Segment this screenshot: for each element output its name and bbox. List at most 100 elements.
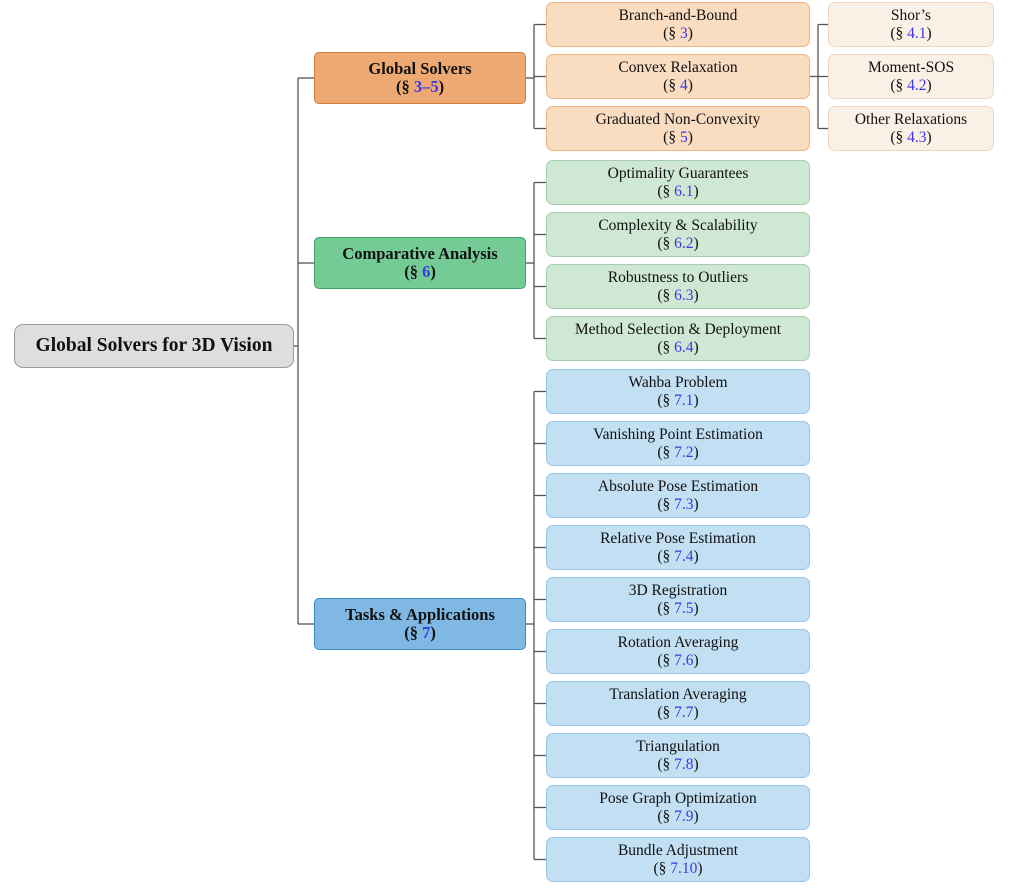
node-optimality-guarantees-label: Optimality Guarantees: [607, 165, 749, 183]
node-branch-and-bound-label: Branch-and-Bound: [618, 7, 738, 25]
node-vanishing-point-estimation-section-number: 7.2: [674, 443, 694, 461]
node-robustness-to-outliers-section-number: 6.3: [674, 286, 694, 304]
node-comparative-analysis-section-number: 6: [422, 262, 431, 281]
node-vanishing-point-estimation[interactable]: Vanishing Point Estimation(§ 7.2): [546, 421, 810, 466]
node-relative-pose-estimation-section: (§ 7.4): [657, 547, 699, 565]
node-wahba-problem-section: (§ 7.1): [657, 391, 699, 409]
node-graduated-non-convexity-section-number: 5: [679, 128, 688, 146]
node-triangulation[interactable]: Triangulation(§ 7.8): [546, 733, 810, 778]
node-wahba-problem-label: Wahba Problem: [628, 374, 728, 392]
node-rotation-averaging-label: Rotation Averaging: [617, 634, 739, 652]
node-tasks-applications-section: (§ 7): [404, 623, 436, 642]
node-method-selection-deployment-section: (§ 6.4): [657, 338, 699, 356]
node-absolute-pose-estimation-section-symbol: §: [662, 495, 671, 513]
node-comparative-analysis-section-symbol: §: [409, 262, 418, 281]
node-shors-section-symbol: §: [895, 24, 904, 42]
node-method-selection-deployment-section-number: 6.4: [674, 338, 694, 356]
node-optimality-guarantees-section: (§ 6.1): [657, 182, 699, 200]
node-triangulation-section-symbol: §: [662, 755, 671, 773]
node-translation-averaging-section-symbol: §: [662, 703, 671, 721]
node-branch-and-bound[interactable]: Branch-and-Bound(§ 3): [546, 2, 810, 47]
node-robustness-to-outliers-section: (§ 6.3): [657, 286, 699, 304]
node-branch-and-bound-section-symbol: §: [668, 24, 677, 42]
node-other-relaxations-section-number: 4.3: [907, 128, 927, 146]
node-moment-sos-section-number: 4.2: [907, 76, 927, 94]
node-optimality-guarantees[interactable]: Optimality Guarantees(§ 6.1): [546, 160, 810, 205]
node-root-label: Global Solvers for 3D Vision: [35, 335, 273, 357]
node-graduated-non-convexity-label: Graduated Non-Convexity: [595, 111, 761, 129]
node-method-selection-deployment[interactable]: Method Selection & Deployment(§ 6.4): [546, 316, 810, 361]
node-complexity-scalability-section-symbol: §: [662, 234, 671, 252]
node-complexity-scalability-label: Complexity & Scalability: [598, 217, 758, 235]
node-comparative-analysis-section: (§ 6): [404, 262, 436, 281]
node-pose-graph-optimization-section: (§ 7.9): [657, 807, 699, 825]
node-comparative-analysis-label: Comparative Analysis: [342, 243, 498, 263]
node-pose-graph-optimization[interactable]: Pose Graph Optimization(§ 7.9): [546, 785, 810, 830]
node-robustness-to-outliers[interactable]: Robustness to Outliers(§ 6.3): [546, 264, 810, 309]
node-global-solvers-section-symbol: §: [401, 77, 410, 96]
node-complexity-scalability-section-number: 6.2: [674, 234, 694, 252]
node-relative-pose-estimation-label: Relative Pose Estimation: [600, 530, 756, 548]
node-moment-sos-section-symbol: §: [895, 76, 904, 94]
node-tasks-applications-label: Tasks & Applications: [345, 604, 495, 624]
node-translation-averaging-label: Translation Averaging: [609, 686, 747, 704]
node-other-relaxations[interactable]: Other Relaxations(§ 4.3): [828, 106, 994, 151]
node-shors[interactable]: Shor’s(§ 4.1): [828, 2, 994, 47]
node-relative-pose-estimation-section-number: 7.4: [674, 547, 694, 565]
node-root[interactable]: Global Solvers for 3D Vision: [14, 324, 294, 368]
node-absolute-pose-estimation-section: (§ 7.3): [657, 495, 699, 513]
node-global-solvers-section: (§ 3–5): [395, 77, 445, 96]
node-moment-sos-label: Moment-SOS: [867, 59, 955, 77]
node-shors-section: (§ 4.1): [890, 24, 932, 42]
node-method-selection-deployment-label: Method Selection & Deployment: [574, 321, 782, 339]
node-translation-averaging-section-number: 7.7: [674, 703, 694, 721]
node-vanishing-point-estimation-section-symbol: §: [662, 443, 671, 461]
node-3d-registration-label: 3D Registration: [628, 582, 728, 600]
node-tasks-applications-section-symbol: §: [409, 623, 418, 642]
node-convex-relaxation-section-number: 4: [679, 76, 688, 94]
node-wahba-problem-section-number: 7.1: [674, 391, 694, 409]
node-rotation-averaging-section: (§ 7.6): [657, 651, 699, 669]
node-global-solvers-section-number: 3–5: [413, 77, 439, 96]
node-vanishing-point-estimation-label: Vanishing Point Estimation: [593, 426, 763, 444]
node-bundle-adjustment-section: (§ 7.10): [653, 859, 703, 877]
node-comparative-analysis[interactable]: Comparative Analysis(§ 6): [314, 237, 526, 289]
node-tasks-applications[interactable]: Tasks & Applications(§ 7): [314, 598, 526, 650]
node-3d-registration-section-symbol: §: [662, 599, 671, 617]
node-global-solvers[interactable]: Global Solvers(§ 3–5): [314, 52, 526, 104]
node-translation-averaging-section: (§ 7.7): [657, 703, 699, 721]
node-3d-registration[interactable]: 3D Registration(§ 7.5): [546, 577, 810, 622]
node-bundle-adjustment[interactable]: Bundle Adjustment(§ 7.10): [546, 837, 810, 882]
node-tasks-applications-section-number: 7: [422, 623, 431, 642]
node-triangulation-label: Triangulation: [636, 738, 720, 756]
node-convex-relaxation-section: (§ 4): [663, 76, 693, 94]
node-graduated-non-convexity[interactable]: Graduated Non-Convexity(§ 5): [546, 106, 810, 151]
node-graduated-non-convexity-section-symbol: §: [668, 128, 677, 146]
node-rotation-averaging[interactable]: Rotation Averaging(§ 7.6): [546, 629, 810, 674]
node-branch-and-bound-section-number: 3: [679, 24, 688, 42]
node-shors-label: Shor’s: [890, 7, 932, 25]
node-moment-sos-section: (§ 4.2): [890, 76, 932, 94]
node-moment-sos[interactable]: Moment-SOS(§ 4.2): [828, 54, 994, 99]
node-pose-graph-optimization-label: Pose Graph Optimization: [599, 790, 757, 808]
node-shors-section-number: 4.1: [907, 24, 927, 42]
node-triangulation-section-number: 7.8: [674, 755, 694, 773]
node-robustness-to-outliers-section-symbol: §: [662, 286, 671, 304]
node-relative-pose-estimation-section-symbol: §: [662, 547, 671, 565]
node-absolute-pose-estimation[interactable]: Absolute Pose Estimation(§ 7.3): [546, 473, 810, 518]
node-convex-relaxation-label: Convex Relaxation: [618, 59, 738, 77]
node-pose-graph-optimization-section-symbol: §: [662, 807, 671, 825]
node-wahba-problem[interactable]: Wahba Problem(§ 7.1): [546, 369, 810, 414]
node-pose-graph-optimization-section-number: 7.9: [674, 807, 694, 825]
node-relative-pose-estimation[interactable]: Relative Pose Estimation(§ 7.4): [546, 525, 810, 570]
node-convex-relaxation[interactable]: Convex Relaxation(§ 4): [546, 54, 810, 99]
node-bundle-adjustment-label: Bundle Adjustment: [617, 842, 739, 860]
node-branch-and-bound-section: (§ 3): [663, 24, 693, 42]
node-optimality-guarantees-section-number: 6.1: [674, 182, 694, 200]
node-method-selection-deployment-section-symbol: §: [662, 338, 671, 356]
node-graduated-non-convexity-section: (§ 5): [663, 128, 693, 146]
node-optimality-guarantees-section-symbol: §: [662, 182, 671, 200]
node-translation-averaging[interactable]: Translation Averaging(§ 7.7): [546, 681, 810, 726]
node-complexity-scalability[interactable]: Complexity & Scalability(§ 6.2): [546, 212, 810, 257]
